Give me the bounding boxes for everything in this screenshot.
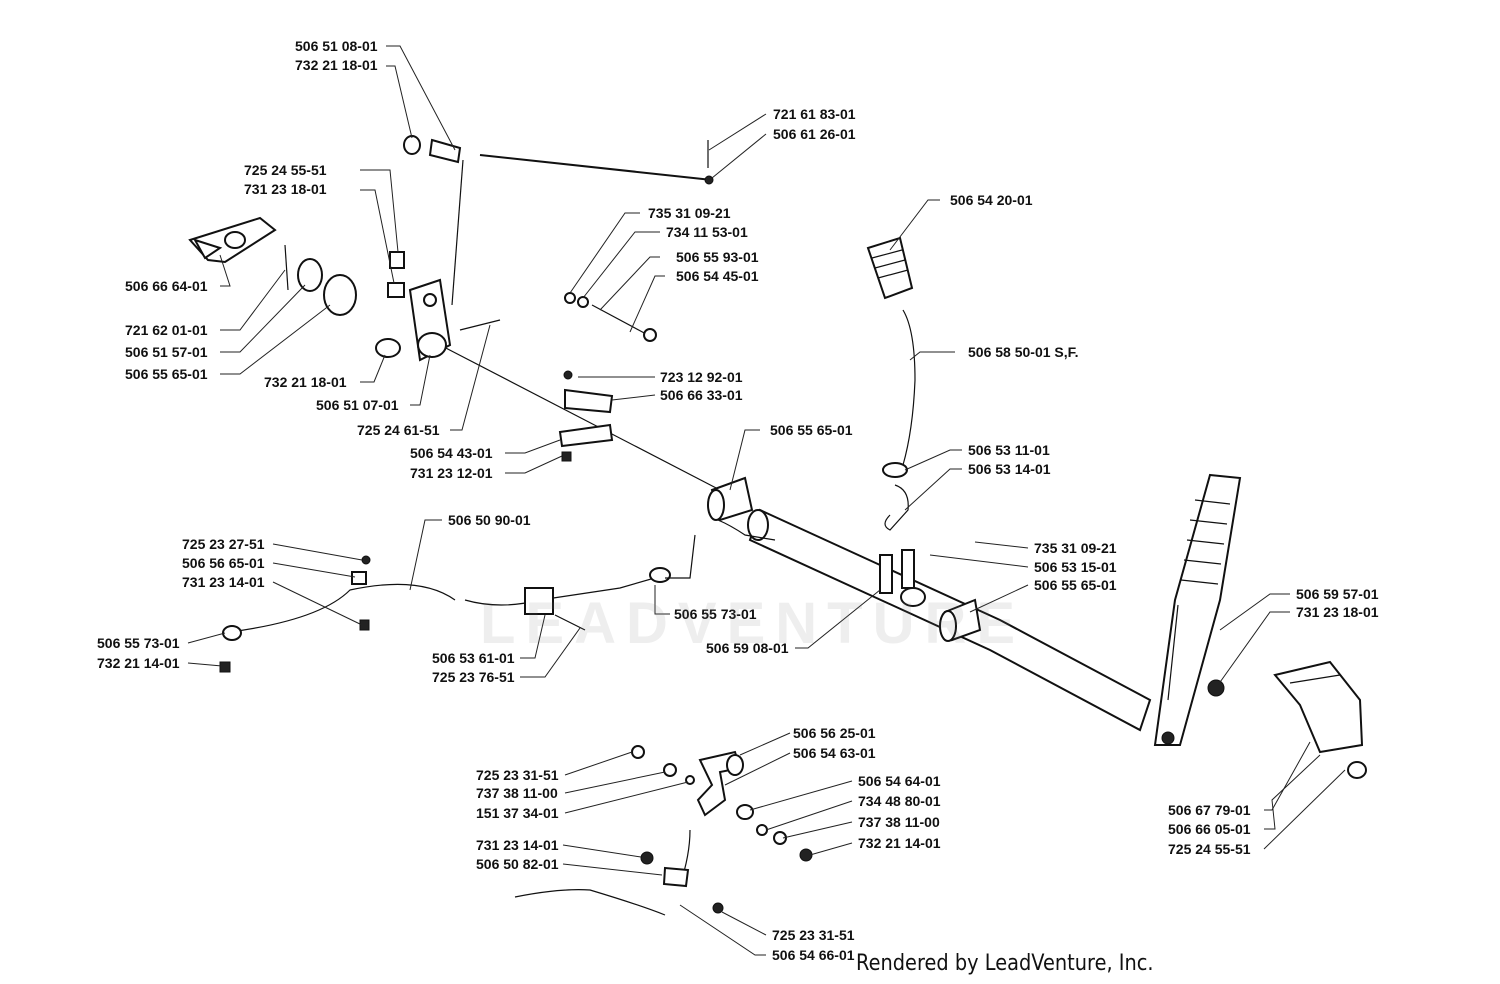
shift-lever <box>866 236 916 478</box>
part-label: 506 53 11-01 <box>968 442 1050 458</box>
part-label: 731 23 18-01 <box>1296 604 1379 620</box>
bolt-upper <box>389 251 405 269</box>
part-label: 732 21 18-01 <box>264 374 347 390</box>
watermark-text: LEADVENTURE <box>480 591 1026 656</box>
part-label: 731 23 12-01 <box>410 465 493 481</box>
part-label: 725 23 76-51 <box>432 669 515 685</box>
shift-rod <box>451 140 714 306</box>
part-label: 506 55 65-01 <box>1034 577 1117 593</box>
shaft-bracket <box>879 549 926 607</box>
clamp-bracket-upper <box>563 370 614 414</box>
nut-bushing-left <box>375 338 401 358</box>
part-label: 723 12 92-01 <box>660 369 743 385</box>
footer-credit: Rendered by LeadVenture, Inc. <box>856 951 1154 976</box>
part-label: 506 51 57-01 <box>125 344 208 360</box>
part-label: 506 55 73-01 <box>674 606 757 622</box>
cable-wire-ends <box>665 519 776 579</box>
part-label: 506 51 08-01 <box>295 38 378 54</box>
part-label: 506 54 66-01 <box>772 947 855 963</box>
part-label: 506 55 93-01 <box>676 249 759 265</box>
part-labels: 506 51 08-01 732 21 18-01 721 61 83-01 5… <box>97 38 1379 963</box>
part-label: 732 21 18-01 <box>295 57 378 73</box>
part-label: 737 38 11-00 <box>858 814 940 830</box>
pivot-bolt-assembly <box>564 292 657 342</box>
part-label: 506 50 90-01 <box>448 512 531 528</box>
part-label: 506 53 15-01 <box>1034 559 1117 575</box>
part-label: 725 24 55-51 <box>244 162 327 178</box>
part-label: 506 59 08-01 <box>706 640 789 656</box>
part-label: 506 53 14-01 <box>968 461 1051 477</box>
part-label: 721 62 01-01 <box>125 322 208 338</box>
part-label: 734 11 53-01 <box>666 224 748 240</box>
part-label: 735 31 09-21 <box>648 205 731 221</box>
pedal-arm <box>1153 473 1242 746</box>
part-label: 506 55 65-01 <box>770 422 853 438</box>
part-label: 506 67 79-01 <box>1168 802 1251 818</box>
part-label: 506 55 65-01 <box>125 366 208 382</box>
part-label: 732 21 14-01 <box>858 835 941 851</box>
pedal-pad <box>1273 660 1367 779</box>
part-label: 506 53 61-01 <box>432 650 515 666</box>
part-label: 735 31 09-21 <box>1034 540 1117 556</box>
part-label: 506 54 64-01 <box>858 773 941 789</box>
throttle-cable <box>222 567 671 641</box>
part-label: 737 38 11-00 <box>476 785 558 801</box>
pedal-nut <box>1207 679 1225 697</box>
clamp-bracket-lower <box>558 423 614 462</box>
bushing-shaft-left <box>707 476 754 522</box>
part-label: 506 56 65-01 <box>182 555 265 571</box>
part-label: 721 61 83-01 <box>773 106 856 122</box>
shoulder-bolt <box>459 319 501 331</box>
part-label: 151 37 34-01 <box>476 805 559 821</box>
part-label: 734 48 80-01 <box>858 793 941 809</box>
cable-clip-left <box>351 555 371 631</box>
washer-upper <box>297 258 323 292</box>
part-label: 506 58 50-01 S,F. <box>968 344 1079 360</box>
bushing-shaft-right <box>939 598 982 642</box>
shifter-arm <box>408 278 452 362</box>
lower-shift-bracket <box>631 745 813 862</box>
part-label: 506 66 33-01 <box>660 387 743 403</box>
part-label: 506 54 20-01 <box>950 192 1033 208</box>
part-label: 725 23 27-51 <box>182 536 265 552</box>
part-label: 725 23 31-51 <box>476 767 559 783</box>
part-label: 506 54 45-01 <box>676 268 759 284</box>
bushing-upper <box>323 274 357 316</box>
part-label: 725 24 55-51 <box>1168 841 1251 857</box>
part-label: 506 51 07-01 <box>316 397 399 413</box>
part-label: 506 66 64-01 <box>125 278 208 294</box>
part-label: 731 23 14-01 <box>182 574 265 590</box>
main-shaft <box>439 344 1152 732</box>
part-label: 732 21 14-01 <box>97 655 180 671</box>
part-label: 506 61 26-01 <box>773 126 856 142</box>
part-label: 506 66 05-01 <box>1168 821 1251 837</box>
part-label: 506 59 57-01 <box>1296 586 1379 602</box>
part-drawings <box>188 135 1367 916</box>
part-label: 506 56 25-01 <box>793 725 876 741</box>
part-label: 506 55 73-01 <box>97 635 180 651</box>
cotter-pin <box>284 244 289 291</box>
part-label: 506 54 43-01 <box>410 445 493 461</box>
lower-cable <box>514 829 724 916</box>
lever-clip <box>884 484 909 531</box>
part-label: 506 54 63-01 <box>793 745 876 761</box>
rod-end-bushings <box>403 135 462 164</box>
part-label: 506 50 82-01 <box>476 856 559 872</box>
part-label: 731 23 18-01 <box>244 181 327 197</box>
cable-end-nut <box>219 661 231 673</box>
nut-upper <box>387 282 405 298</box>
part-label: 725 24 61-51 <box>357 422 440 438</box>
part-label: 731 23 14-01 <box>476 837 559 853</box>
leader-lines <box>187 45 1346 956</box>
link-plate <box>188 216 277 264</box>
part-label: 725 23 31-51 <box>772 927 855 943</box>
